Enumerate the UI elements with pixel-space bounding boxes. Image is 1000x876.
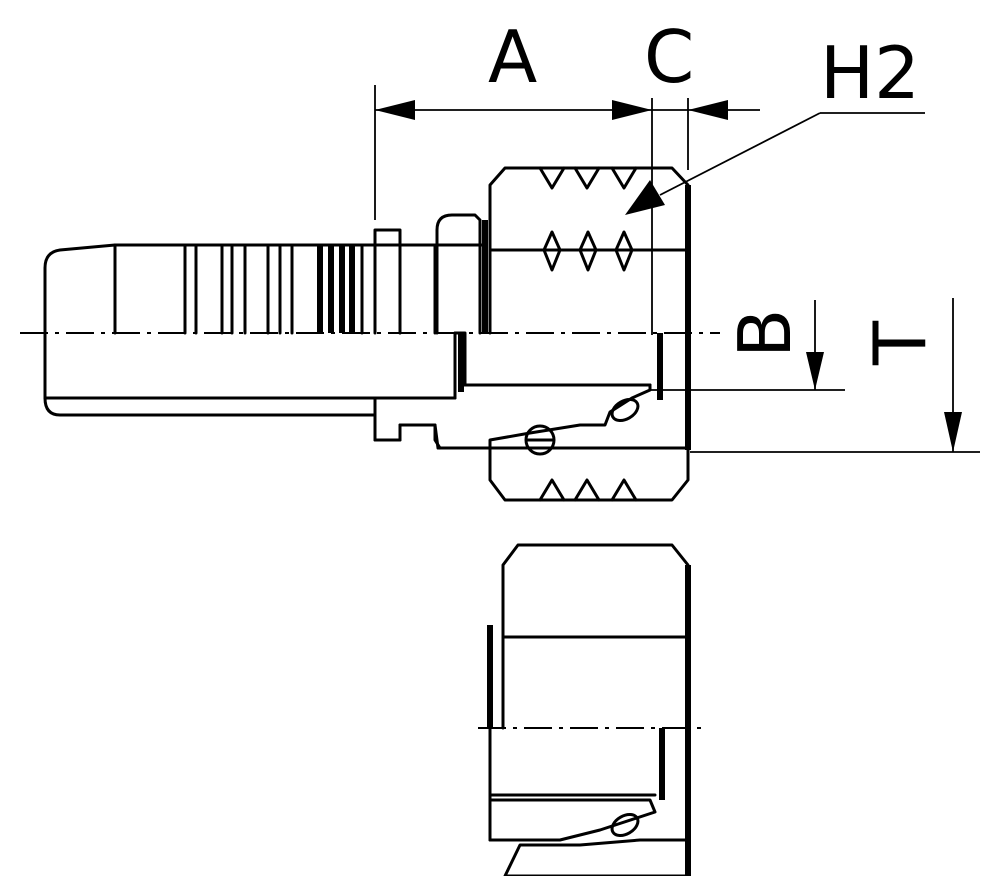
dim-a-arrow-right	[612, 100, 652, 120]
nut-view-section	[488, 798, 657, 842]
thread-marks-mid	[542, 230, 634, 272]
o-rings	[524, 398, 640, 456]
dim-h2-arrow	[625, 180, 665, 215]
nut-view-section-lower	[503, 838, 690, 876]
collar-groove	[373, 243, 442, 450]
dim-b-arrow	[806, 352, 824, 390]
dim-label-h2: H2	[820, 31, 920, 115]
dim-a-arrow-left	[375, 100, 415, 120]
dim-t-arrow	[944, 412, 962, 452]
thread-marks-bottom	[538, 478, 638, 502]
knurled-band	[317, 243, 364, 335]
dim-label-t: T	[858, 320, 942, 366]
side-view	[20, 166, 720, 502]
nut-view-o-ring	[610, 813, 640, 837]
tail-ridges	[113, 243, 294, 335]
flange	[435, 213, 482, 335]
nut-lower-section	[488, 446, 690, 502]
thread-marks-top	[538, 166, 638, 190]
body-section	[43, 331, 652, 450]
hose-tail	[43, 243, 487, 417]
dim-label-c: C	[644, 15, 694, 99]
dim-label-a: A	[488, 15, 537, 99]
nut-view	[478, 543, 705, 876]
dimensions: A C H2 B T	[374, 15, 980, 453]
dim-c-arrow-right	[688, 100, 728, 120]
dim-label-b: B	[723, 309, 807, 358]
